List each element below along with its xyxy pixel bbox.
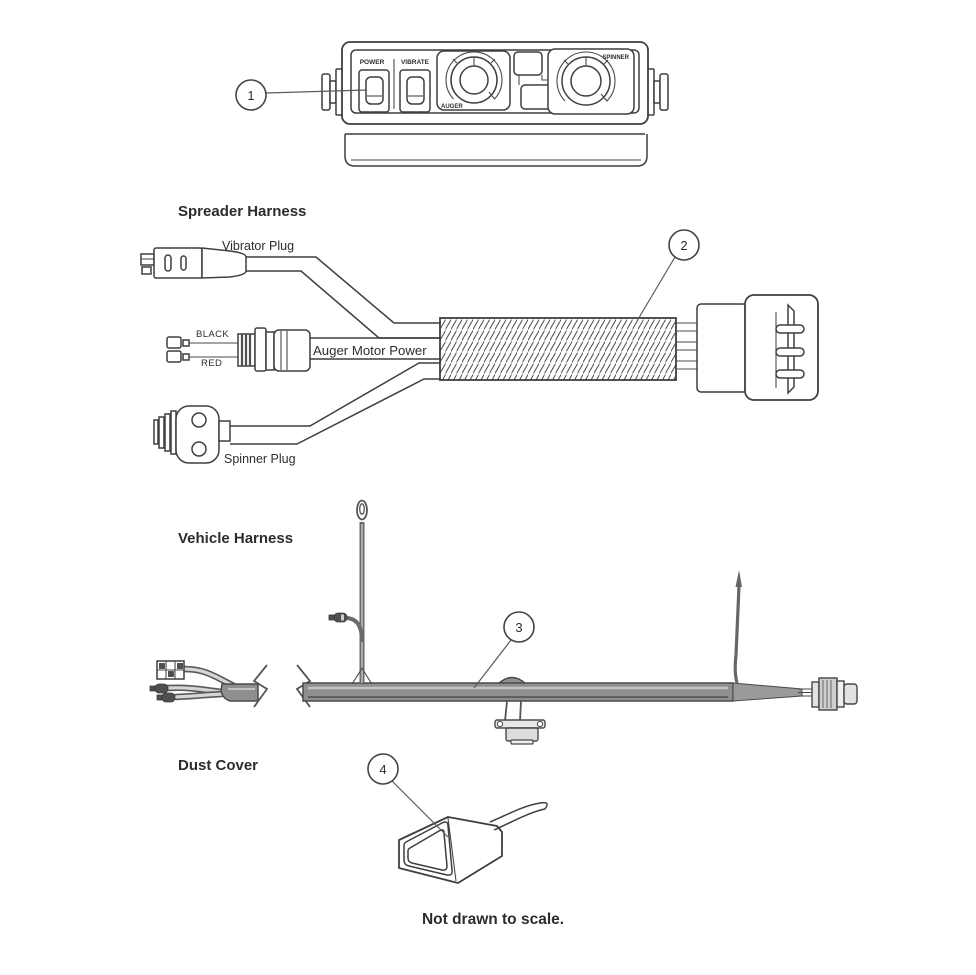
spinner-plug-label: Spinner Plug	[224, 452, 296, 466]
power-switch[interactable]: POWER	[358, 59, 390, 113]
auger-label: AUGER	[441, 104, 463, 110]
dust-cover-body	[398, 816, 503, 884]
mounting-bracket	[344, 133, 648, 167]
wire-loom	[439, 317, 677, 381]
auger-power-cable: Auger Motor Power	[310, 337, 441, 360]
drop-connector	[494, 700, 546, 745]
spinner-knob[interactable]: SPINNER	[547, 48, 635, 115]
auger-motor-power-label: Auger Motor Power	[313, 343, 427, 358]
callout-2: 2	[636, 229, 700, 322]
cable-left-segment	[220, 683, 259, 702]
accessory-stub	[328, 612, 364, 643]
vehicle-harness-title: Vehicle Harness	[178, 530, 293, 547]
callout-1: 1	[235, 79, 368, 111]
callout-3-number: 3	[515, 620, 522, 635]
mounting-knob-right	[645, 68, 669, 116]
dust-cover-title: Dust Cover	[178, 757, 258, 774]
auger-power-leads: BLACK RED	[166, 327, 311, 372]
callout-1-number: 1	[247, 88, 254, 103]
black-ring-terminal	[166, 336, 239, 349]
spreader-harness: Spreader Harness Vibrator Plug BLACK RED	[140, 203, 819, 466]
vibrate-label: VIBRATE	[401, 59, 430, 66]
callout-3: 3	[473, 611, 535, 689]
callout-2-number: 2	[680, 238, 687, 253]
vibrate-switch[interactable]: VIBRATE	[399, 59, 431, 113]
spinner-plug-cable	[230, 362, 441, 445]
vehicle-connector-left	[149, 660, 238, 703]
callout-4: 4	[367, 753, 449, 838]
vibrator-plug-cable	[246, 256, 441, 339]
vibrator-plug-label: Vibrator Plug	[222, 239, 294, 253]
auger-knob[interactable]: AUGER	[436, 50, 511, 111]
red-ring-terminal	[166, 350, 239, 363]
power-label: POWER	[360, 59, 385, 66]
mounting-knob-left	[321, 68, 345, 116]
footnote: Not drawn to scale.	[422, 911, 564, 928]
callout-4-number: 4	[379, 762, 386, 777]
ground-eyelet-branch	[351, 499, 373, 685]
vehicle-connector-right	[811, 677, 858, 711]
red-wire-label: RED	[201, 358, 222, 369]
main-cable	[302, 676, 813, 702]
control-head: POWER VIBRATE AUGER	[321, 41, 669, 167]
branch-wire-right	[733, 570, 742, 684]
auger-power-connector	[237, 327, 311, 372]
break-symbol-left	[252, 664, 269, 708]
loom-output-wires	[676, 322, 698, 370]
spreader-harness-title: Spreader Harness	[178, 203, 306, 220]
vibrator-plug	[140, 247, 247, 279]
spinner-label: SPINNER	[602, 55, 629, 61]
vehicle-harness: Vehicle Harness	[149, 499, 858, 745]
black-wire-label: BLACK	[196, 329, 229, 340]
dust-cover-strap	[489, 801, 548, 831]
spinner-plug	[153, 405, 231, 464]
spreader-connector	[696, 294, 819, 401]
dust-cover: Dust Cover	[178, 757, 548, 884]
